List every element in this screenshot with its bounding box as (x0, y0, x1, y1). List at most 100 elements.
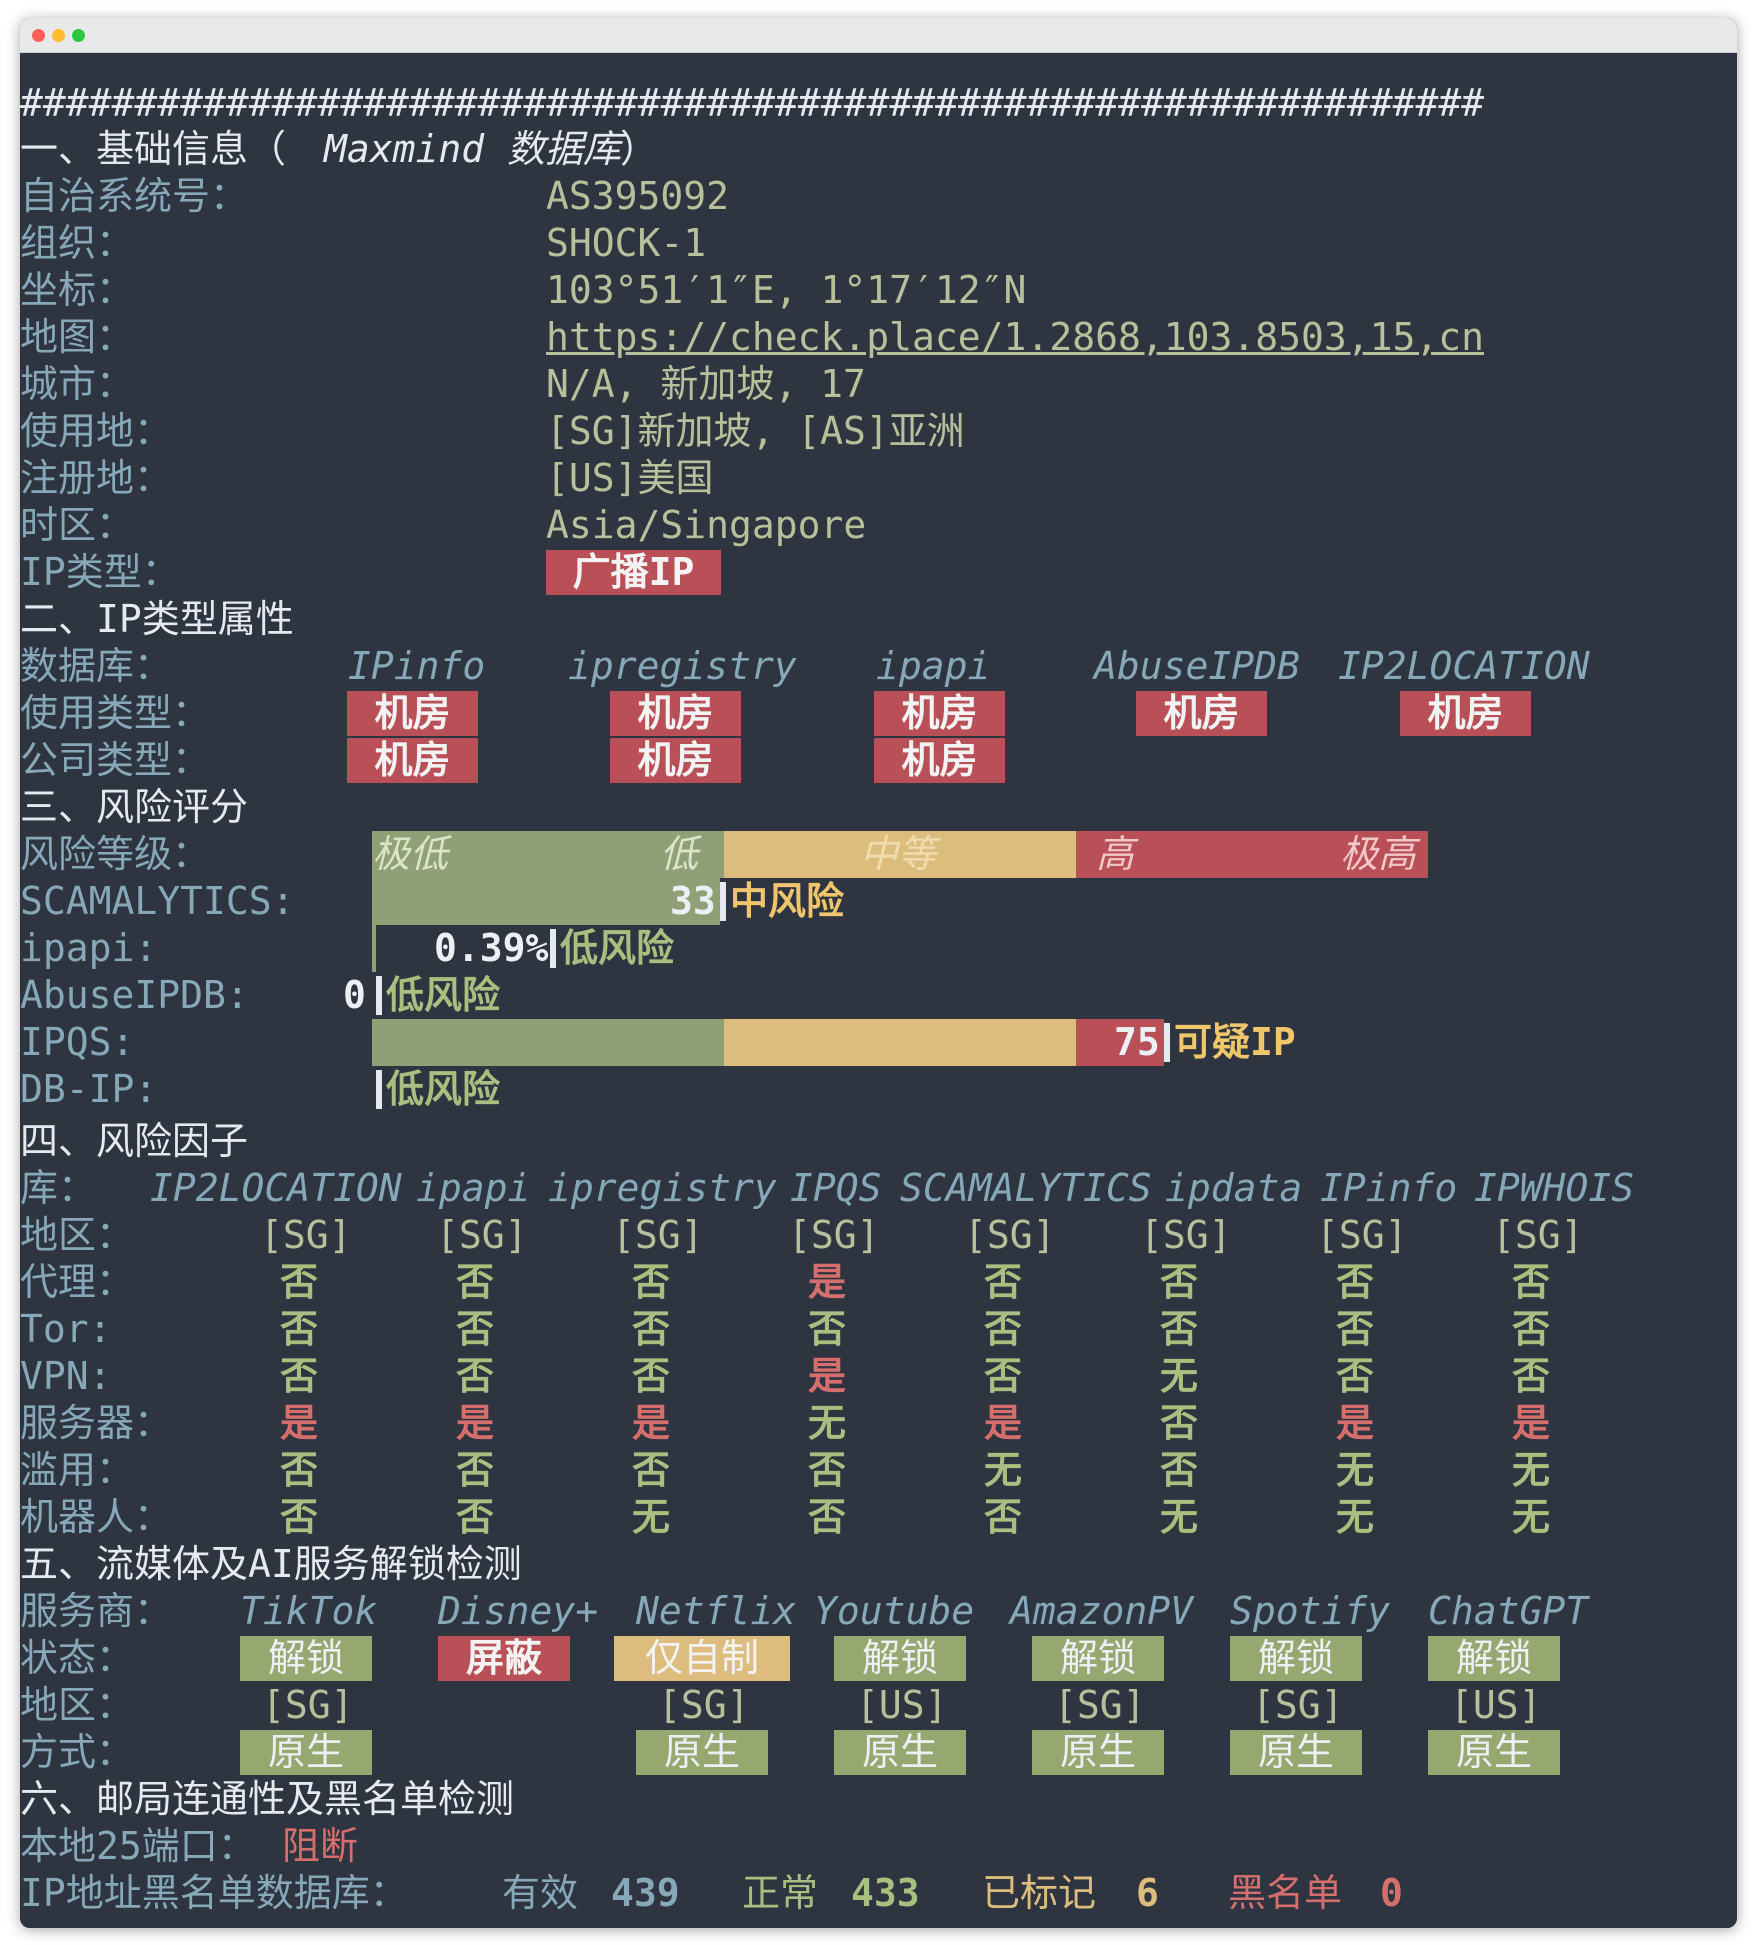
info-key: 组织： (20, 221, 135, 265)
use-type-badge: 机房 (1400, 691, 1531, 736)
section-6-title: 六、邮局连通性及黑名单检测 (20, 1777, 515, 1821)
method-badge: 原生 (240, 1730, 372, 1775)
risk-verdict: 低风险 (386, 1067, 501, 1111)
company-type-key: 公司类型： (20, 738, 211, 782)
factor-value: 否 (1512, 1260, 1551, 1304)
stream-region-key: 地区： (20, 1683, 135, 1727)
lib-name: ipdata (1165, 1166, 1303, 1210)
use-type-key: 使用类型： (20, 691, 211, 735)
use-type-badge: 机房 (874, 691, 1005, 736)
hash-separator: ########################################… (20, 81, 1485, 125)
stream-region: [SG] (1252, 1683, 1344, 1727)
service-name: TikTok (240, 1589, 378, 1633)
method-badge: 原生 (834, 1730, 966, 1775)
factor-value: 否 (280, 1260, 319, 1304)
factor-value: 无 (808, 1401, 847, 1445)
factor-value: 否 (280, 1354, 319, 1398)
db-name: ipapi (876, 644, 991, 688)
service-name: ChatGPT (1428, 1589, 1589, 1633)
company-type-badge: 机房 (610, 738, 741, 783)
service-name: AmazonPV (1010, 1589, 1194, 1633)
factor-value: 否 (456, 1448, 495, 1492)
info-key: 坐标： (20, 268, 135, 312)
close-dot-icon[interactable] (32, 29, 45, 42)
terminal-window: ########################################… (20, 18, 1737, 1928)
valid-key: 有效 (502, 1871, 579, 1915)
factor-key: 滥用： (20, 1448, 135, 1492)
company-type-badge: 机房 (874, 738, 1005, 783)
factor-region: [SG] (1316, 1213, 1408, 1257)
info-key: 使用地： (20, 409, 173, 453)
factor-value: 是 (808, 1260, 847, 1304)
db-name: IP2LOCATION (1338, 644, 1590, 688)
section-1-title-c: ） (620, 127, 659, 171)
section-1-title-a: 一、基础信息（ (20, 127, 287, 171)
service-key: 服务商： (20, 1589, 173, 1633)
method-row: 方式： 原生原生原生原生原生原生 (20, 1729, 1560, 1776)
info-value: 103°51′1″E, 1°17′12″N (546, 268, 1027, 312)
factor-value: 是 (1512, 1401, 1551, 1445)
use-type-badge: 机房 (610, 691, 741, 736)
iptype-key: IP类型： (20, 550, 180, 594)
method-badge: 原生 (1032, 1730, 1164, 1775)
risk-bar-green (372, 878, 720, 925)
db-name: AbuseIPDB (1094, 644, 1300, 688)
service-name: Youtube (814, 1589, 975, 1633)
factor-value: 否 (456, 1260, 495, 1304)
factor-value: 无 (984, 1448, 1023, 1492)
info-key: 注册地： (20, 456, 173, 500)
factor-value: 否 (1160, 1307, 1199, 1351)
factor-value: 是 (280, 1401, 319, 1445)
risk-pipe (550, 929, 556, 968)
factor-value: 是 (1336, 1401, 1375, 1445)
status-badge: 解锁 (240, 1636, 372, 1681)
stream-region: [US] (1450, 1683, 1542, 1727)
factor-value: 否 (280, 1495, 319, 1539)
risk-key: IPQS: (20, 1020, 135, 1064)
normal-key: 正常 (742, 1871, 819, 1915)
status-badge: 解锁 (834, 1636, 966, 1681)
info-key: 城市： (20, 362, 135, 406)
stream-region: [US] (856, 1683, 948, 1727)
lib-name: IPQS (790, 1166, 882, 1210)
risk-bar-yellow (724, 1019, 1076, 1066)
stream-region: [SG] (658, 1683, 750, 1727)
iptype-badge: 广播IP (546, 550, 721, 595)
info-value: [US]美国 (546, 456, 714, 500)
status-badge: 解锁 (1428, 1636, 1560, 1681)
stream-region: [SG] (1054, 1683, 1146, 1727)
section-1-title-b: Maxmind 数据库 (324, 127, 622, 171)
section-1-title: 一、基础信息（ Maxmind 数据库 ） (20, 126, 658, 173)
info-value: SHOCK-1 (546, 221, 707, 265)
factor-value: 无 (1336, 1495, 1375, 1539)
company-type-badge: 机房 (347, 738, 478, 783)
factor-key: 代理： (20, 1260, 135, 1304)
stream-region: [SG] (262, 1683, 354, 1727)
iptype-row: IP类型： 广播IP (20, 549, 721, 596)
factor-value: 否 (1336, 1354, 1375, 1398)
factor-key: 机器人： (20, 1495, 173, 1539)
factor-region: [SG] (964, 1213, 1056, 1257)
zoom-dot-icon[interactable] (72, 29, 85, 42)
service-name: Netflix (636, 1589, 797, 1633)
risk-pipe (720, 882, 726, 921)
minimize-dot-icon[interactable] (52, 29, 65, 42)
info-key: 时区： (20, 503, 135, 547)
db-name: ipregistry (568, 644, 797, 688)
port25-key: 本地25端口： (20, 1824, 256, 1868)
section-4-title: 四、风险因子 (20, 1119, 249, 1163)
factor-region: [SG] (1492, 1213, 1584, 1257)
risk-scale-yellow (724, 831, 1076, 878)
map-link[interactable]: https://check.place/1.2868,103.8503,15,c… (546, 315, 1484, 359)
risk-level-2: 中等 (860, 832, 937, 876)
service-name: Spotify (1230, 1589, 1391, 1633)
terminal-output: ########################################… (20, 53, 1737, 1928)
risk-level-row: 风险等级： 极低 低 中等 高 极高 (20, 831, 1428, 878)
factor-value: 无 (1160, 1495, 1199, 1539)
factor-region: [SG] (788, 1213, 880, 1257)
section-5-title: 五、流媒体及AI服务解锁检测 (20, 1542, 522, 1586)
use-type-badge: 机房 (347, 691, 478, 736)
risk-verdict: 可疑IP (1174, 1020, 1296, 1064)
